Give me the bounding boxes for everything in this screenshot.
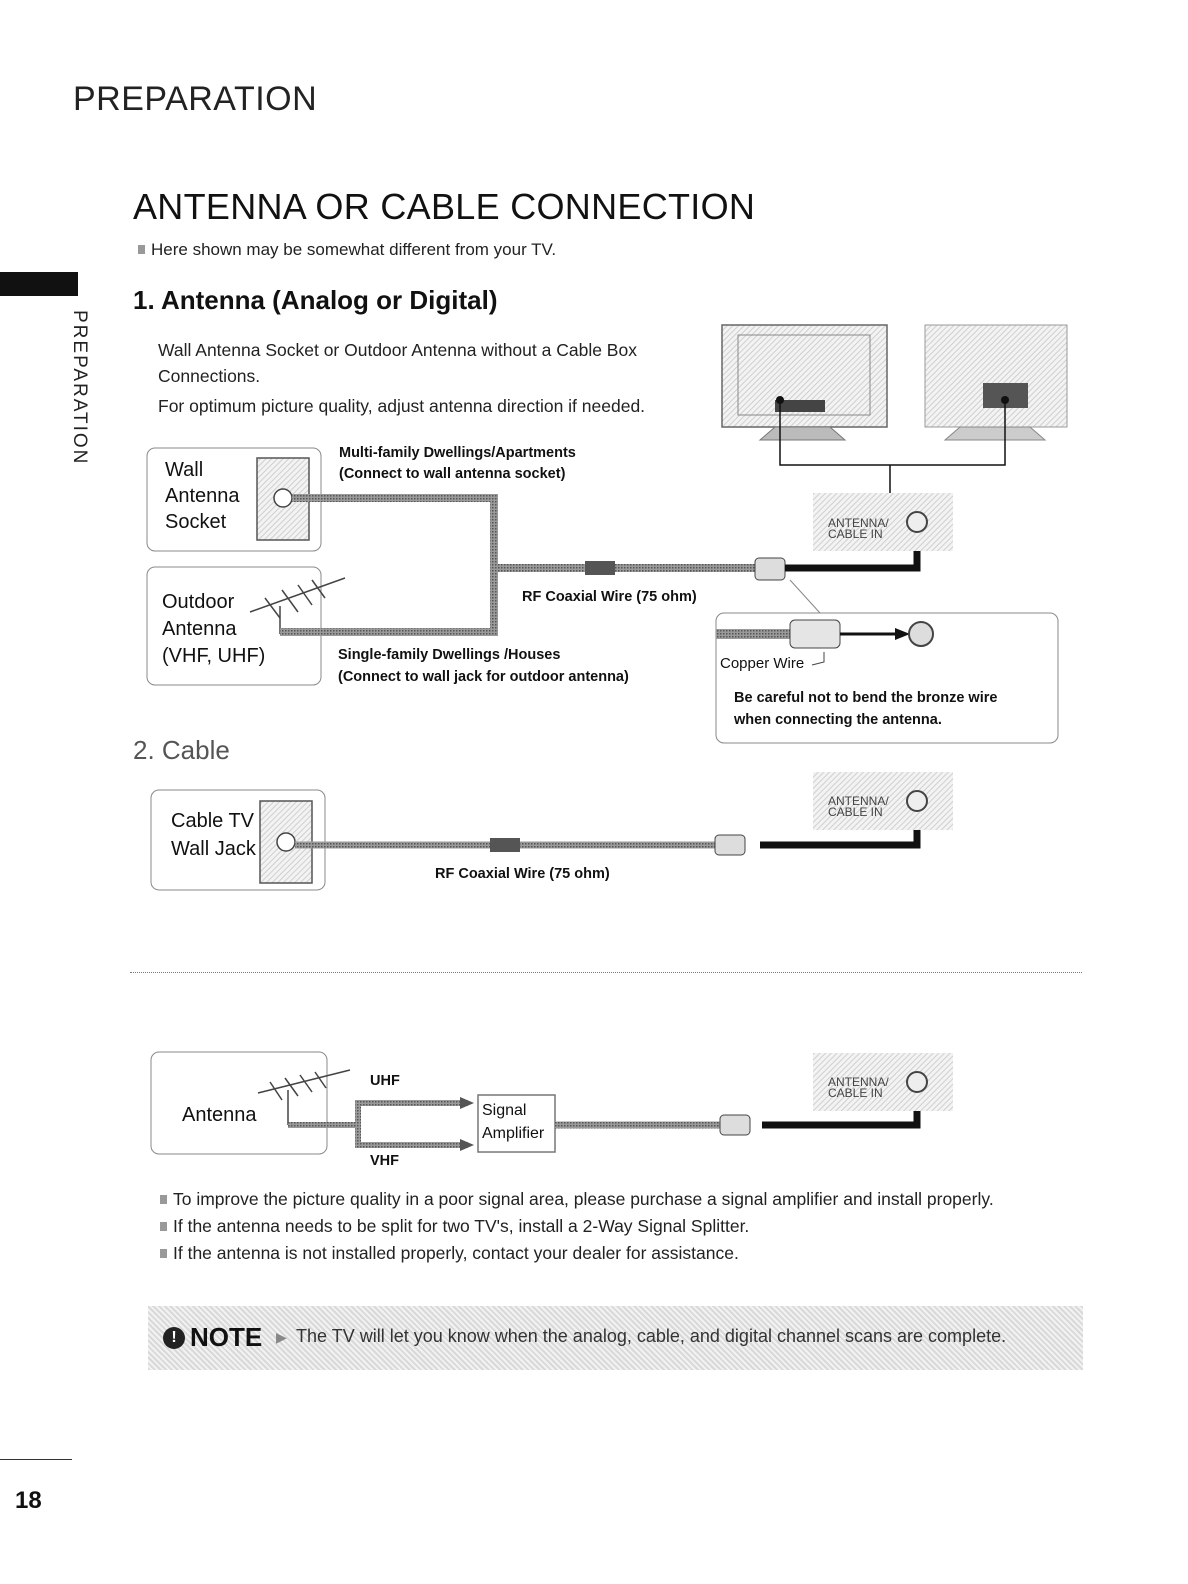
section-divider <box>130 972 1082 973</box>
footer-rule <box>0 1459 72 1460</box>
tip-text-2: If the antenna needs to be split for two… <box>173 1216 750 1236</box>
list-item: If the antenna needs to be split for two… <box>160 1213 1120 1240</box>
outdoor-label-3: (VHF, UHF) <box>162 645 266 667</box>
wall-label-2: Antenna <box>165 485 240 507</box>
amplifier-label: Signal Amplifier <box>482 1099 544 1145</box>
vhf-label: VHF <box>370 1153 399 1169</box>
page-title: ANTENNA OR CABLE CONNECTION <box>133 186 756 227</box>
amplifier-line-2: Amplifier <box>482 1125 545 1142</box>
caution-line-2: when connecting the antenna. <box>734 712 942 728</box>
cable-tv-box <box>150 789 326 891</box>
amplifier-line-1: Signal <box>482 1102 527 1119</box>
wall-antenna-label: Wall Antenna Socket <box>165 457 240 535</box>
caution-line-1: Be careful not to bend the bronze wire <box>734 690 998 706</box>
antenna-icon <box>257 1069 351 1125</box>
tips-list: To improve the picture quality in a poor… <box>160 1186 1120 1267</box>
note-text: The TV will let you know when the analog… <box>296 1326 1007 1346</box>
antenna-box <box>150 1051 328 1155</box>
port-label-2-line-2: CABLE IN <box>828 805 883 819</box>
port-label-3-line-2: CABLE IN <box>828 1086 883 1100</box>
copper-connector-detail <box>716 619 934 666</box>
side-tab-label: PREPARATION <box>69 310 90 466</box>
bullet-icon <box>160 1222 167 1231</box>
list-item: If the antenna is not installed properly… <box>160 1240 1120 1267</box>
multi-family-line-2: (Connect to wall antenna socket) <box>339 466 566 482</box>
cable-label-2: Wall Jack <box>171 838 256 860</box>
page-number: 18 <box>15 1487 42 1514</box>
antenna-desc-line-2: For optimum picture quality, adjust ante… <box>158 396 646 416</box>
bullet-icon <box>160 1249 167 1258</box>
wall-label-3: Socket <box>165 511 227 533</box>
copper-wire-label: Copper Wire <box>720 655 805 672</box>
port-label-1-line-2: CABLE IN <box>828 527 883 541</box>
rf-wire-label-1: RF Coaxial Wire (75 ohm) <box>522 589 697 605</box>
port-label-3-line-1: ANTENNA/ <box>828 1075 889 1089</box>
rf-wire-label-2: RF Coaxial Wire (75 ohm) <box>435 866 610 882</box>
port-label-2-line-1: ANTENNA/ <box>828 794 889 808</box>
tv-bracket-line <box>776 396 1009 497</box>
cable-heading: 2. Cable <box>133 735 230 765</box>
multi-family-caption: Multi-family Dwellings/Apartments (Conne… <box>339 443 576 485</box>
antenna-label: Antenna <box>182 1104 257 1126</box>
cable-tv-label: Cable TV Wall Jack <box>171 807 256 863</box>
uhf-vhf-cables <box>288 1097 474 1151</box>
arrow-right-icon: ▶ <box>276 1329 287 1345</box>
wall-label-1: Wall <box>165 459 204 481</box>
outdoor-antenna-box <box>146 566 322 686</box>
antenna-port-panel-2 <box>813 772 953 830</box>
port-label-3: ANTENNA/ CABLE IN <box>828 1075 889 1100</box>
uhf-label: UHF <box>370 1073 400 1089</box>
antenna-port-jack-2 <box>906 790 928 812</box>
single-family-caption: Single-family Dwellings /Houses (Connect… <box>338 644 629 688</box>
warning-icon: ! <box>163 1327 185 1349</box>
antenna-port-panel-3 <box>813 1053 953 1111</box>
outdoor-antenna-label: Outdoor Antenna (VHF, UHF) <box>162 589 265 670</box>
bullet-icon <box>138 245 145 254</box>
antenna-description: Wall Antenna Socket or Outdoor Antenna w… <box>158 337 698 419</box>
cable-label-1: Cable TV <box>171 810 255 832</box>
tv-rear-image-right <box>924 324 1068 441</box>
antenna-port-panel-1 <box>813 493 953 551</box>
side-tab-bar <box>0 272 78 296</box>
outdoor-label-1: Outdoor <box>162 591 235 613</box>
antenna-desc-line-1: Wall Antenna Socket or Outdoor Antenna w… <box>158 340 637 386</box>
subtitle-text: Here shown may be somewhat different fro… <box>151 240 557 259</box>
single-family-line-1: Single-family Dwellings /Houses <box>338 647 561 663</box>
rf-cable-1 <box>280 494 921 636</box>
page-subtitle: Here shown may be somewhat different fro… <box>138 240 556 260</box>
outdoor-label-2: Antenna <box>162 618 237 640</box>
single-family-line-2: (Connect to wall jack for outdoor antenn… <box>338 669 629 685</box>
port-label-1: ANTENNA/ CABLE IN <box>828 516 889 541</box>
antenna-port-jack-1 <box>906 511 928 533</box>
note-label: NOTE <box>190 1322 263 1352</box>
antenna-heading: 1. Antenna (Analog or Digital) <box>133 285 498 315</box>
port-label-2: ANTENNA/ CABLE IN <box>828 794 889 819</box>
caution-text: Be careful not to bend the bronze wire w… <box>734 687 997 731</box>
tip-text-3: If the antenna is not installed properly… <box>173 1243 739 1263</box>
multi-family-line-1: Multi-family Dwellings/Apartments <box>339 445 576 461</box>
tv-rear-image-left <box>721 324 888 441</box>
bullet-icon <box>160 1195 167 1204</box>
copper-wire-callout <box>715 612 1059 744</box>
section-header: PREPARATION <box>73 80 318 118</box>
list-item: To improve the picture quality in a poor… <box>160 1186 1120 1213</box>
port-label-1-line-1: ANTENNA/ <box>828 516 889 530</box>
tip-text-1: To improve the picture quality in a poor… <box>173 1189 994 1209</box>
antenna-port-jack-3 <box>906 1071 928 1093</box>
note-banner <box>148 1306 1083 1370</box>
